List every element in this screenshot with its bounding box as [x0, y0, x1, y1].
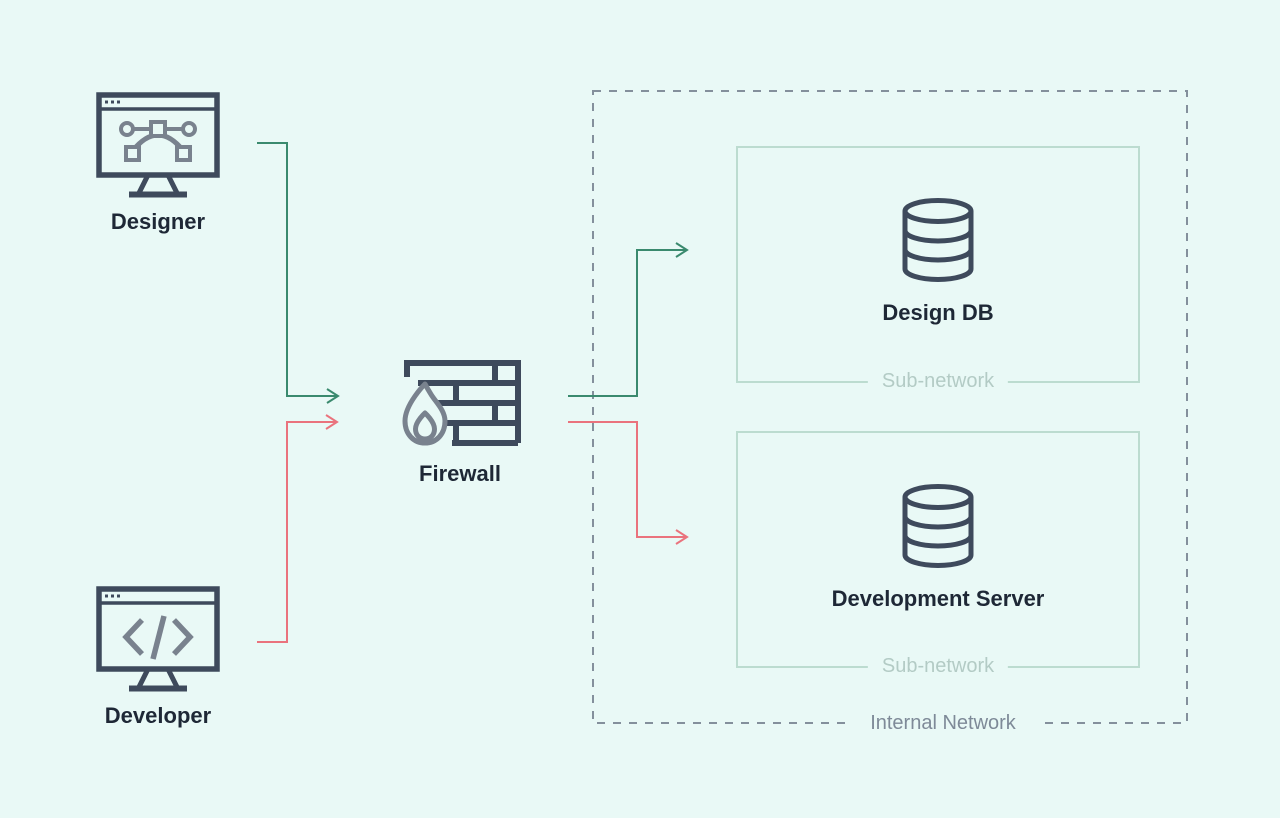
designer-node: Designer	[96, 92, 220, 235]
edge-designer-to-firewall	[257, 142, 340, 404]
developer-label: Developer	[104, 703, 212, 728]
firewall-node: Firewall	[394, 354, 526, 487]
development-server-label: Development Server	[831, 586, 1045, 611]
database-icon	[902, 484, 974, 568]
subnet-box-development-server: Development Server Sub-network	[736, 431, 1140, 678]
firewall-label: Firewall	[419, 461, 501, 486]
edge-developer-to-firewall	[257, 414, 339, 643]
subnet-box-design-db: Design DB Sub-network	[736, 146, 1140, 393]
monitor-code-icon	[96, 586, 220, 692]
monitor-bezier-icon	[96, 92, 220, 198]
internal-network-label: Internal Network	[848, 711, 1038, 735]
firewall-brick-flame-icon	[402, 360, 521, 446]
design-subnet-label: Sub-network	[867, 369, 1009, 393]
edge-firewall-to-design-db	[568, 242, 689, 397]
design-db-label: Design DB	[882, 300, 994, 325]
bezier-curve-icon	[119, 120, 197, 162]
developer-node: Developer	[96, 586, 220, 729]
edge-firewall-to-development-server	[568, 421, 689, 545]
database-icon	[902, 198, 974, 282]
flame-icon	[402, 381, 448, 446]
development-subnet-label: Sub-network	[867, 654, 1009, 678]
designer-label: Designer	[110, 209, 206, 234]
code-icon	[122, 615, 194, 660]
